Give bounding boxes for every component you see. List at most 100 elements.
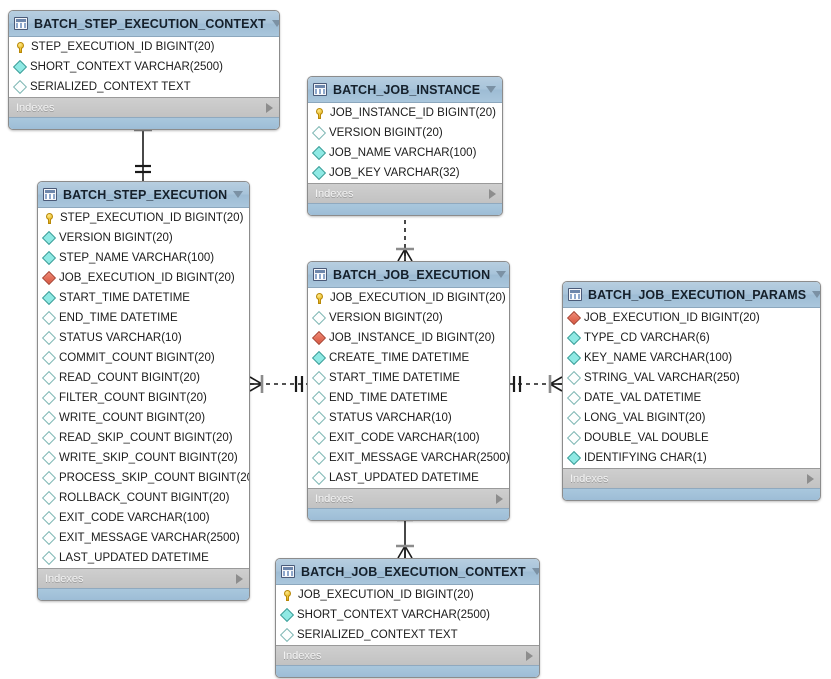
- column-row[interactable]: JOB_EXECUTION_ID BIGINT(20): [276, 585, 539, 605]
- entity-header[interactable]: BATCH_STEP_EXECUTION_CONTEXT: [9, 11, 279, 37]
- chevron-right-icon[interactable]: [266, 102, 273, 113]
- chevron-down-icon[interactable]: [233, 191, 244, 198]
- column-row[interactable]: READ_COUNT BIGINT(20): [38, 368, 249, 388]
- column-row[interactable]: JOB_EXECUTION_ID BIGINT(20): [563, 308, 820, 328]
- column-row[interactable]: SERIALIZED_CONTEXT TEXT: [9, 77, 279, 97]
- column-row[interactable]: JOB_EXECUTION_ID BIGINT(20): [38, 268, 249, 288]
- indexes-bar[interactable]: Indexes: [563, 468, 820, 488]
- column-row[interactable]: SERIALIZED_CONTEXT TEXT: [276, 625, 539, 645]
- entity-batch-job-instance[interactable]: BATCH_JOB_INSTANCE JOB_INSTANCE_ID BIGIN…: [307, 76, 503, 216]
- nullable-diamond-icon: [311, 430, 327, 446]
- indexes-bar[interactable]: Indexes: [38, 568, 249, 588]
- column-row[interactable]: STEP_EXECUTION_ID BIGINT(20): [38, 208, 249, 228]
- column-row[interactable]: LAST_UPDATED DATETIME: [308, 468, 509, 488]
- entity-header[interactable]: BATCH_JOB_EXECUTION: [308, 262, 509, 288]
- column-row[interactable]: KEY_NAME VARCHAR(100): [563, 348, 820, 368]
- column-row[interactable]: WRITE_COUNT BIGINT(20): [38, 408, 249, 428]
- chevron-down-icon[interactable]: [812, 291, 820, 298]
- entity-header[interactable]: BATCH_JOB_EXECUTION_CONTEXT: [276, 559, 539, 585]
- nullable-diamond-icon: [311, 410, 327, 426]
- column-row[interactable]: STEP_NAME VARCHAR(100): [38, 248, 249, 268]
- column-row[interactable]: START_TIME DATETIME: [308, 368, 509, 388]
- column-row[interactable]: JOB_EXECUTION_ID BIGINT(20): [308, 288, 509, 308]
- column-label: SERIALIZED_CONTEXT TEXT: [297, 629, 458, 641]
- entity-batch-step-execution[interactable]: BATCH_STEP_EXECUTION STEP_EXECUTION_ID B…: [37, 181, 250, 601]
- column-row[interactable]: JOB_INSTANCE_ID BIGINT(20): [308, 103, 502, 123]
- entity-title: BATCH_JOB_EXECUTION: [333, 267, 491, 282]
- column-row[interactable]: VERSION BIGINT(20): [308, 123, 502, 143]
- notnull-diamond-icon: [566, 350, 582, 366]
- pk-key-icon: [44, 212, 55, 224]
- column-row[interactable]: PROCESS_SKIP_COUNT BIGINT(20): [38, 468, 249, 488]
- pk-key-icon: [15, 41, 26, 53]
- column-row[interactable]: LAST_UPDATED DATETIME: [38, 548, 249, 568]
- column-row[interactable]: COMMIT_COUNT BIGINT(20): [38, 348, 249, 368]
- nullable-diamond-icon: [566, 370, 582, 386]
- column-row[interactable]: LONG_VAL BIGINT(20): [563, 408, 820, 428]
- column-row[interactable]: TYPE_CD VARCHAR(6): [563, 328, 820, 348]
- entity-batch-job-execution[interactable]: BATCH_JOB_EXECUTION JOB_EXECUTION_ID BIG…: [307, 261, 510, 521]
- indexes-bar[interactable]: Indexes: [308, 183, 502, 203]
- table-icon: [313, 83, 327, 96]
- column-row[interactable]: EXIT_CODE VARCHAR(100): [308, 428, 509, 448]
- column-row[interactable]: JOB_KEY VARCHAR(32): [308, 163, 502, 183]
- chevron-right-icon[interactable]: [489, 188, 496, 199]
- column-list: STEP_EXECUTION_ID BIGINT(20) SHORT_CONTE…: [9, 37, 279, 97]
- column-row[interactable]: EXIT_CODE VARCHAR(100): [38, 508, 249, 528]
- column-label: IDENTIFYING CHAR(1): [584, 452, 707, 464]
- column-row[interactable]: JOB_NAME VARCHAR(100): [308, 143, 502, 163]
- column-row[interactable]: STEP_EXECUTION_ID BIGINT(20): [9, 37, 279, 57]
- column-row[interactable]: END_TIME DATETIME: [308, 388, 509, 408]
- column-row[interactable]: EXIT_MESSAGE VARCHAR(2500): [38, 528, 249, 548]
- column-row[interactable]: CREATE_TIME DATETIME: [308, 348, 509, 368]
- column-row[interactable]: VERSION BIGINT(20): [38, 228, 249, 248]
- chevron-down-icon[interactable]: [271, 20, 279, 27]
- fk-diamond-icon: [311, 330, 327, 346]
- column-label: EXIT_MESSAGE VARCHAR(2500): [329, 452, 510, 464]
- notnull-diamond-icon: [41, 290, 57, 306]
- column-row[interactable]: START_TIME DATETIME: [38, 288, 249, 308]
- column-row[interactable]: READ_SKIP_COUNT BIGINT(20): [38, 428, 249, 448]
- chevron-down-icon[interactable]: [486, 86, 497, 93]
- column-row[interactable]: DATE_VAL DATETIME: [563, 388, 820, 408]
- chevron-right-icon[interactable]: [807, 473, 814, 484]
- column-row[interactable]: END_TIME DATETIME: [38, 308, 249, 328]
- fk-diamond-icon: [566, 310, 582, 326]
- column-row[interactable]: JOB_INSTANCE_ID BIGINT(20): [308, 328, 509, 348]
- chevron-right-icon[interactable]: [496, 493, 503, 504]
- column-row[interactable]: STATUS VARCHAR(10): [308, 408, 509, 428]
- column-row[interactable]: ROLLBACK_COUNT BIGINT(20): [38, 488, 249, 508]
- column-row[interactable]: STRING_VAL VARCHAR(250): [563, 368, 820, 388]
- column-label: JOB_INSTANCE_ID BIGINT(20): [330, 107, 496, 119]
- column-row[interactable]: IDENTIFYING CHAR(1): [563, 448, 820, 468]
- chevron-down-icon[interactable]: [531, 568, 539, 575]
- column-row[interactable]: EXIT_MESSAGE VARCHAR(2500): [308, 448, 509, 468]
- column-row[interactable]: VERSION BIGINT(20): [308, 308, 509, 328]
- column-label: JOB_EXECUTION_ID BIGINT(20): [59, 272, 235, 284]
- chevron-right-icon[interactable]: [526, 650, 533, 661]
- indexes-bar[interactable]: Indexes: [308, 488, 509, 508]
- column-row[interactable]: SHORT_CONTEXT VARCHAR(2500): [9, 57, 279, 77]
- column-list: JOB_INSTANCE_ID BIGINT(20) VERSION BIGIN…: [308, 103, 502, 183]
- column-row[interactable]: WRITE_SKIP_COUNT BIGINT(20): [38, 448, 249, 468]
- column-row[interactable]: FILTER_COUNT BIGINT(20): [38, 388, 249, 408]
- nullable-diamond-icon: [311, 125, 327, 141]
- notnull-diamond-icon: [41, 230, 57, 246]
- column-row[interactable]: SHORT_CONTEXT VARCHAR(2500): [276, 605, 539, 625]
- column-label: COMMIT_COUNT BIGINT(20): [59, 352, 215, 364]
- entity-header[interactable]: BATCH_JOB_EXECUTION_PARAMS: [563, 282, 820, 308]
- indexes-bar[interactable]: Indexes: [9, 97, 279, 117]
- column-list: JOB_EXECUTION_ID BIGINT(20) SHORT_CONTEX…: [276, 585, 539, 645]
- entity-batch-job-execution-params[interactable]: BATCH_JOB_EXECUTION_PARAMS JOB_EXECUTION…: [562, 281, 821, 501]
- entity-header[interactable]: BATCH_JOB_INSTANCE: [308, 77, 502, 103]
- indexes-bar[interactable]: Indexes: [276, 645, 539, 665]
- column-row[interactable]: STATUS VARCHAR(10): [38, 328, 249, 348]
- entity-batch-step-execution-context[interactable]: BATCH_STEP_EXECUTION_CONTEXT STEP_EXECUT…: [8, 10, 280, 130]
- entity-batch-job-execution-context[interactable]: BATCH_JOB_EXECUTION_CONTEXT JOB_EXECUTIO…: [275, 558, 540, 678]
- nullable-diamond-icon: [311, 370, 327, 386]
- chevron-right-icon[interactable]: [236, 573, 243, 584]
- relationship-job-execution-params: [510, 375, 563, 393]
- entity-header[interactable]: BATCH_STEP_EXECUTION: [38, 182, 249, 208]
- chevron-down-icon[interactable]: [496, 271, 507, 278]
- column-row[interactable]: DOUBLE_VAL DOUBLE: [563, 428, 820, 448]
